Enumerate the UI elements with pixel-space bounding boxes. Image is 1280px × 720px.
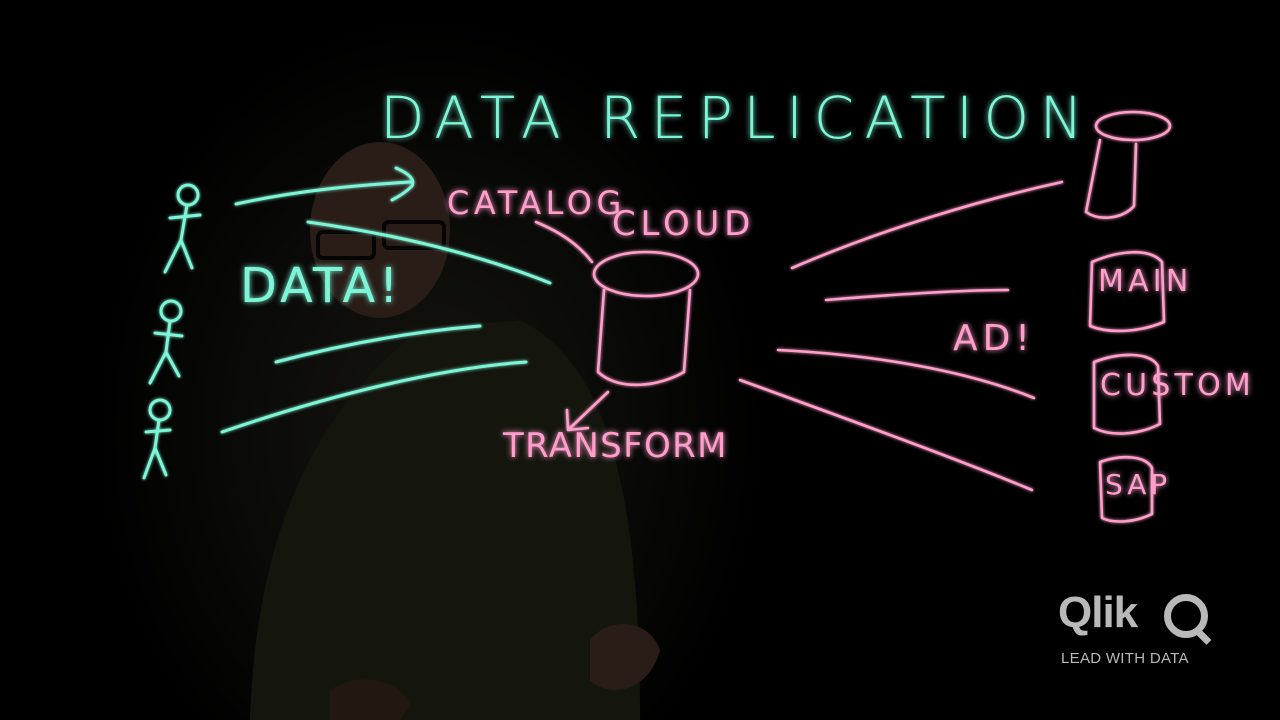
catalog-label: CATALOG: [447, 184, 626, 222]
user-line-3: [274, 324, 482, 364]
user-line-4: [220, 360, 528, 434]
stick-figure-1: [163, 183, 202, 274]
logo-wordmark: Qlik: [1058, 588, 1138, 637]
ad-label: AD!: [953, 318, 1035, 359]
top-database-icon: [1084, 110, 1172, 219]
stick-figure-3: [142, 398, 172, 480]
user-line-1: [234, 180, 412, 206]
qlik-logo: Qlik LEAD WITH DATA: [1058, 588, 1218, 678]
sap-box: [1098, 455, 1154, 523]
stick-figure-2: [148, 299, 184, 385]
pink-sketch: [534, 110, 1172, 523]
arrow-head: [390, 166, 415, 202]
transform-arrow: [565, 390, 610, 432]
data-label: DATA!: [240, 258, 403, 314]
transform-label: TRANSFORM: [503, 426, 728, 466]
cloud-database-icon: [592, 250, 700, 387]
qlik-q-icon: [1164, 594, 1208, 638]
main-box: [1088, 250, 1166, 333]
sap-source-label: SAP: [1105, 468, 1172, 501]
custom-box: [1092, 353, 1162, 435]
cloud-label: CLOUD: [612, 204, 756, 244]
user-line-2: [306, 220, 552, 285]
logo-tagline: LEAD WITH DATA: [1061, 650, 1189, 667]
main-source-label: MAIN: [1098, 264, 1193, 299]
custom-source-label: CUSTOM: [1100, 368, 1255, 403]
cyan-sketch: [142, 166, 552, 480]
board-title: DATA REPLICATION: [380, 84, 1094, 152]
